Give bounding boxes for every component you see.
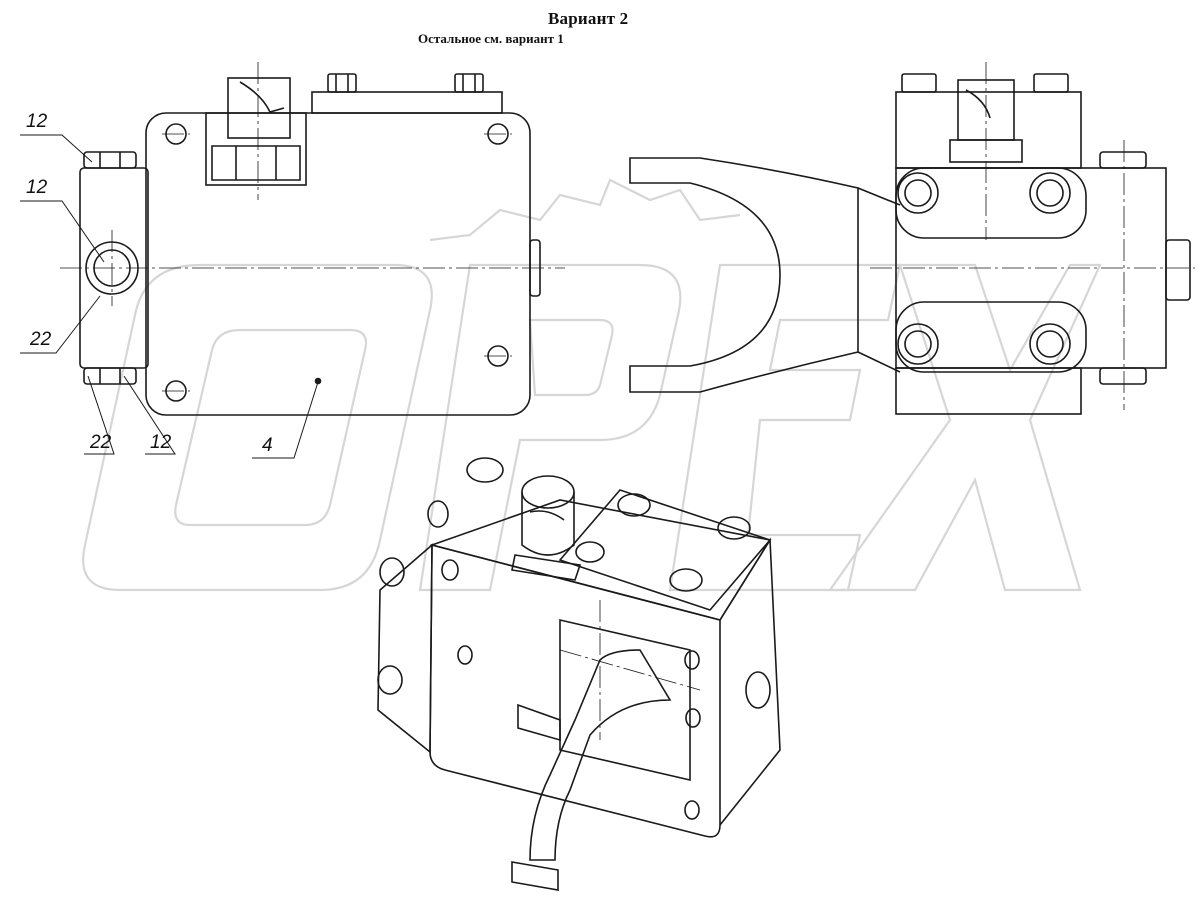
callout-12-mid: 12 <box>26 177 48 198</box>
drawing-title: Вариант 2 <box>548 9 629 28</box>
right-bolt-heads <box>897 172 1071 365</box>
iso-top-face <box>429 499 772 621</box>
callout-22-mid: 22 <box>30 329 52 350</box>
watermark-letter-o <box>82 263 433 592</box>
callout-22-bottom: 22 <box>90 432 112 453</box>
iso-fitting <box>511 475 582 581</box>
callout-12-bottom: 12 <box>150 432 172 453</box>
callout-12-top: 12 <box>26 111 48 132</box>
watermark-logo <box>82 178 1102 592</box>
iso-bolts <box>377 457 751 695</box>
iso-front-face <box>429 543 721 838</box>
left-leaders <box>20 134 319 459</box>
right-centerlines <box>870 62 1195 410</box>
drawing-subtitle: Остальное см. вариант 1 <box>418 31 564 46</box>
iso-holes <box>441 559 701 820</box>
left-view <box>20 62 565 459</box>
callout-4: 4 <box>262 435 273 456</box>
watermark-letter-x <box>827 263 1102 592</box>
fork-view <box>629 157 901 393</box>
watermark-letter-p <box>418 263 682 592</box>
isometric-view <box>377 457 781 891</box>
left-side-bolts <box>83 151 137 385</box>
left-holes <box>165 123 509 402</box>
fork-outline <box>629 157 859 393</box>
iso-fork <box>529 649 672 861</box>
iso-top-plate <box>558 489 772 611</box>
iso-right-face <box>719 537 781 826</box>
watermark-gear <box>429 178 741 242</box>
iso-side-plug <box>745 671 771 709</box>
iso-window <box>559 618 691 782</box>
right-top-bolts <box>901 73 1069 93</box>
right-view <box>870 62 1195 415</box>
left-top-plate <box>311 91 503 114</box>
left-centerlines <box>60 62 565 392</box>
iso-left-block <box>377 543 433 754</box>
left-fitting <box>205 77 307 186</box>
left-top-bolts <box>327 73 484 93</box>
